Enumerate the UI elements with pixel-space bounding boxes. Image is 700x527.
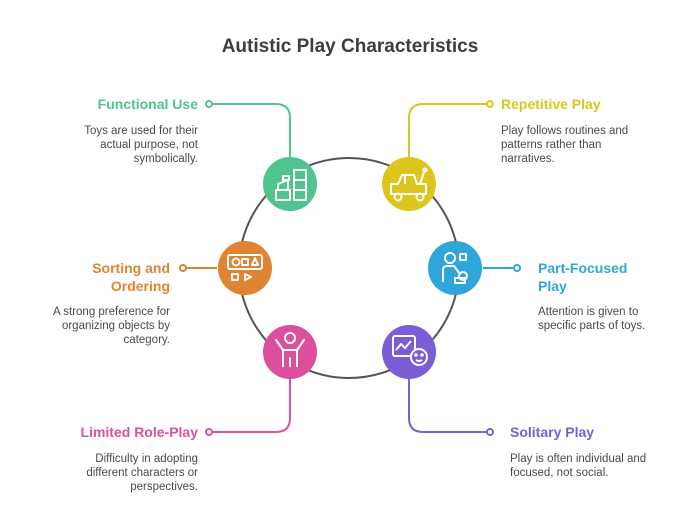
node-limited-role-play xyxy=(263,325,317,379)
page-title: Autistic Play Characteristics xyxy=(221,36,479,57)
node-functional-use xyxy=(263,157,317,211)
description-part-focused-play: Attention is given to specific parts of … xyxy=(538,306,646,332)
toy-truck-icon xyxy=(390,167,428,202)
label-sorting-and-ordering: Sorting and Ordering xyxy=(92,260,170,294)
label-repetitive-play: Repetitive Play xyxy=(501,96,601,112)
connector-functional-use xyxy=(212,103,291,157)
node-repetitive-play xyxy=(382,157,436,211)
description-solitary-play: Play is often individual and focused, no… xyxy=(510,453,647,479)
face-picture-icon xyxy=(392,335,428,366)
node-sorting-and-ordering xyxy=(218,241,272,295)
connector-repetitive-play xyxy=(408,103,487,157)
label-solitary-play: Solitary Play xyxy=(510,424,595,440)
node-part-focused-play xyxy=(428,241,482,295)
label-part-focused-play: Part-Focused Play xyxy=(538,260,628,294)
connector-limited-role-play xyxy=(212,378,291,433)
description-functional-use: Toys are used for their actual purpose, … xyxy=(84,125,198,165)
description-sorting-and-ordering: A strong preference for organizing objec… xyxy=(53,306,170,346)
person-icon xyxy=(275,332,305,367)
connector-solitary-play xyxy=(408,378,487,433)
sorted-shapes-icon xyxy=(227,254,263,281)
blocks-icon xyxy=(275,169,307,201)
child-shapes-icon xyxy=(442,252,468,284)
description-limited-role-play: Difficulty in adopting different charact… xyxy=(86,453,198,493)
node-solitary-play xyxy=(382,325,436,379)
label-limited-role-play: Limited Role-Play xyxy=(80,424,198,440)
label-functional-use: Functional Use xyxy=(97,96,198,112)
description-repetitive-play: Play follows routines and patterns rathe… xyxy=(501,125,629,165)
